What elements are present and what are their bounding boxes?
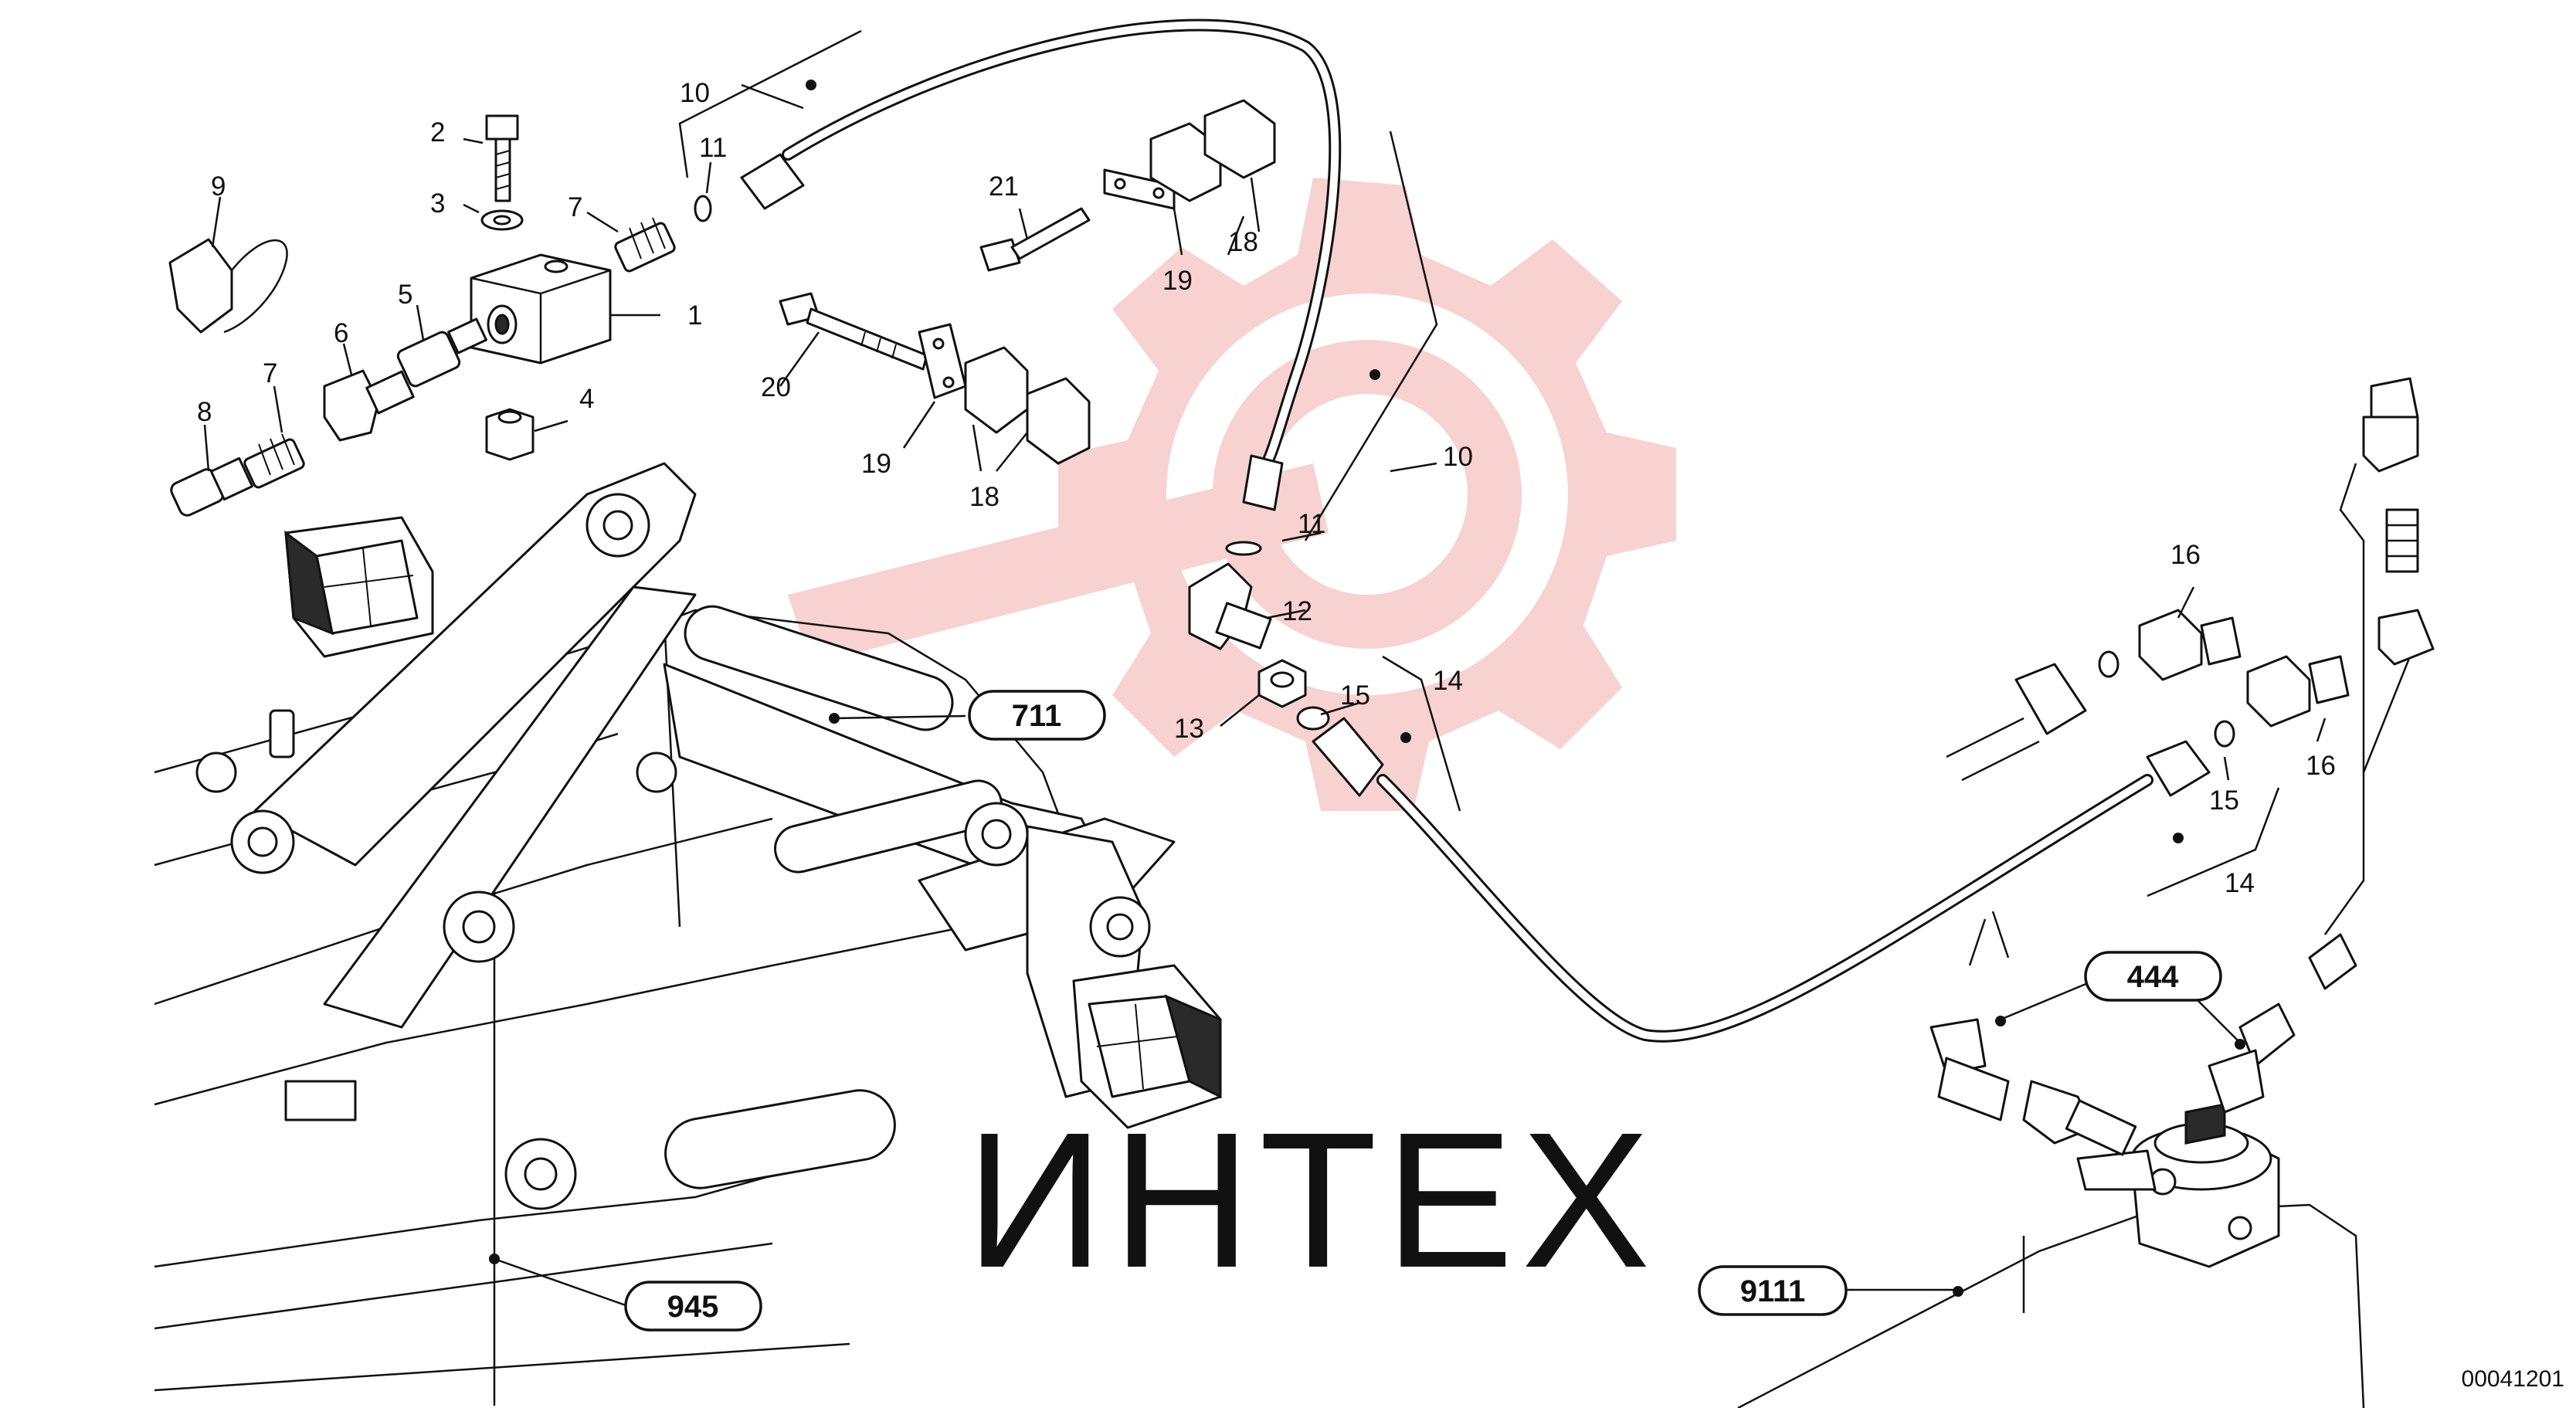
hose-10 [740,19,1342,511]
reference-pill-711: 711 [968,690,1106,741]
callout-15-left: 15 [1340,680,1370,711]
callout-11-upper: 11 [699,133,727,163]
tee-16-left [2138,609,2242,681]
washer-3 [480,209,524,231]
callout-9: 9 [211,171,226,202]
hose-stub-left [1946,663,2087,782]
callout-16-right: 16 [2306,751,2336,781]
callout-leaders [203,29,2327,897]
callout-8: 8 [197,397,212,427]
oring-15-left [1296,706,1330,731]
callout-16-left: 16 [2170,540,2201,570]
callout-14-lower: 14 [2225,868,2255,898]
oring-15-right [2098,650,2235,748]
callout-19-upper: 19 [1162,266,1193,296]
reference-pill-444: 444 [2084,951,2222,1002]
reference-pill-945: 945 [624,1281,762,1332]
nut-13 [1257,659,1307,708]
callout-7-upper: 7 [568,192,582,222]
callout-12: 12 [1282,596,1312,626]
clamp-18-upper [1149,99,1276,202]
nipple-7-lower [243,433,305,489]
plate-19-lower [918,323,967,399]
callout-11-lower: 11 [1298,509,1325,539]
reference-label: 945 [667,1290,719,1324]
callout-10-right: 10 [1443,442,1473,472]
callout-6: 6 [334,318,348,348]
callout-13: 13 [1174,714,1204,744]
valve-block [470,253,612,365]
reference-leaders [489,80,2245,1307]
reference-label: 9111 [1740,1274,1806,1308]
callout-5: 5 [398,280,412,310]
drawing-code: 00041201 [2462,1366,2564,1392]
oring-11-lower [1225,541,1262,556]
callout-20: 20 [761,372,791,402]
callout-18-upper: 18 [1228,227,1258,257]
callout-19-lower: 19 [861,449,891,479]
fittings-column-right [2339,377,2435,772]
work-lamp-left [284,516,434,658]
adapter-5 [396,317,487,388]
nipple-7-upper [614,217,676,273]
callout-10-upper: 10 [680,78,710,108]
callout-7-lower: 7 [263,358,277,388]
reference-pill-9111: 9111 [1698,1265,1848,1316]
bolt-2 [485,114,519,202]
bolt-21 [979,207,1091,272]
bolt-20 [779,292,928,371]
cap-9 [168,238,288,334]
callout-18-lower: 18 [969,482,1000,512]
reference-label: 711 [1012,699,1062,733]
plate-19-upper [1103,168,1176,210]
elbow-12 [1188,562,1272,650]
adapter-6 [323,369,415,442]
tank-and-sender-drawing [1737,618,2411,1408]
coupling-8 [170,456,254,517]
loader-frame-drawing [154,462,1222,1406]
nut-4 [485,408,535,461]
tee-16-right [2246,655,2350,728]
callout-21: 21 [989,171,1019,202]
callout-2: 2 [430,117,445,148]
clamp-18-lower [964,346,1091,465]
callout-14-upper: 14 [1433,666,1463,696]
callout-3: 3 [430,188,445,219]
hose-14 [1312,717,2211,1043]
callout-4: 4 [579,384,594,414]
callout-15-right: 15 [2209,785,2239,816]
watermark-text: ИНТЕХ [966,1092,1658,1308]
part-callouts: 1 2 3 4 5 6 7 7 8 9 10 10 11 11 12 13 14… [197,78,2336,898]
work-lamp-right [1072,964,1222,1129]
watermark-gear-logo [788,178,1676,811]
reference-label: 444 [2127,960,2179,994]
oring-11-upper [694,195,712,222]
callout-1: 1 [687,300,702,331]
